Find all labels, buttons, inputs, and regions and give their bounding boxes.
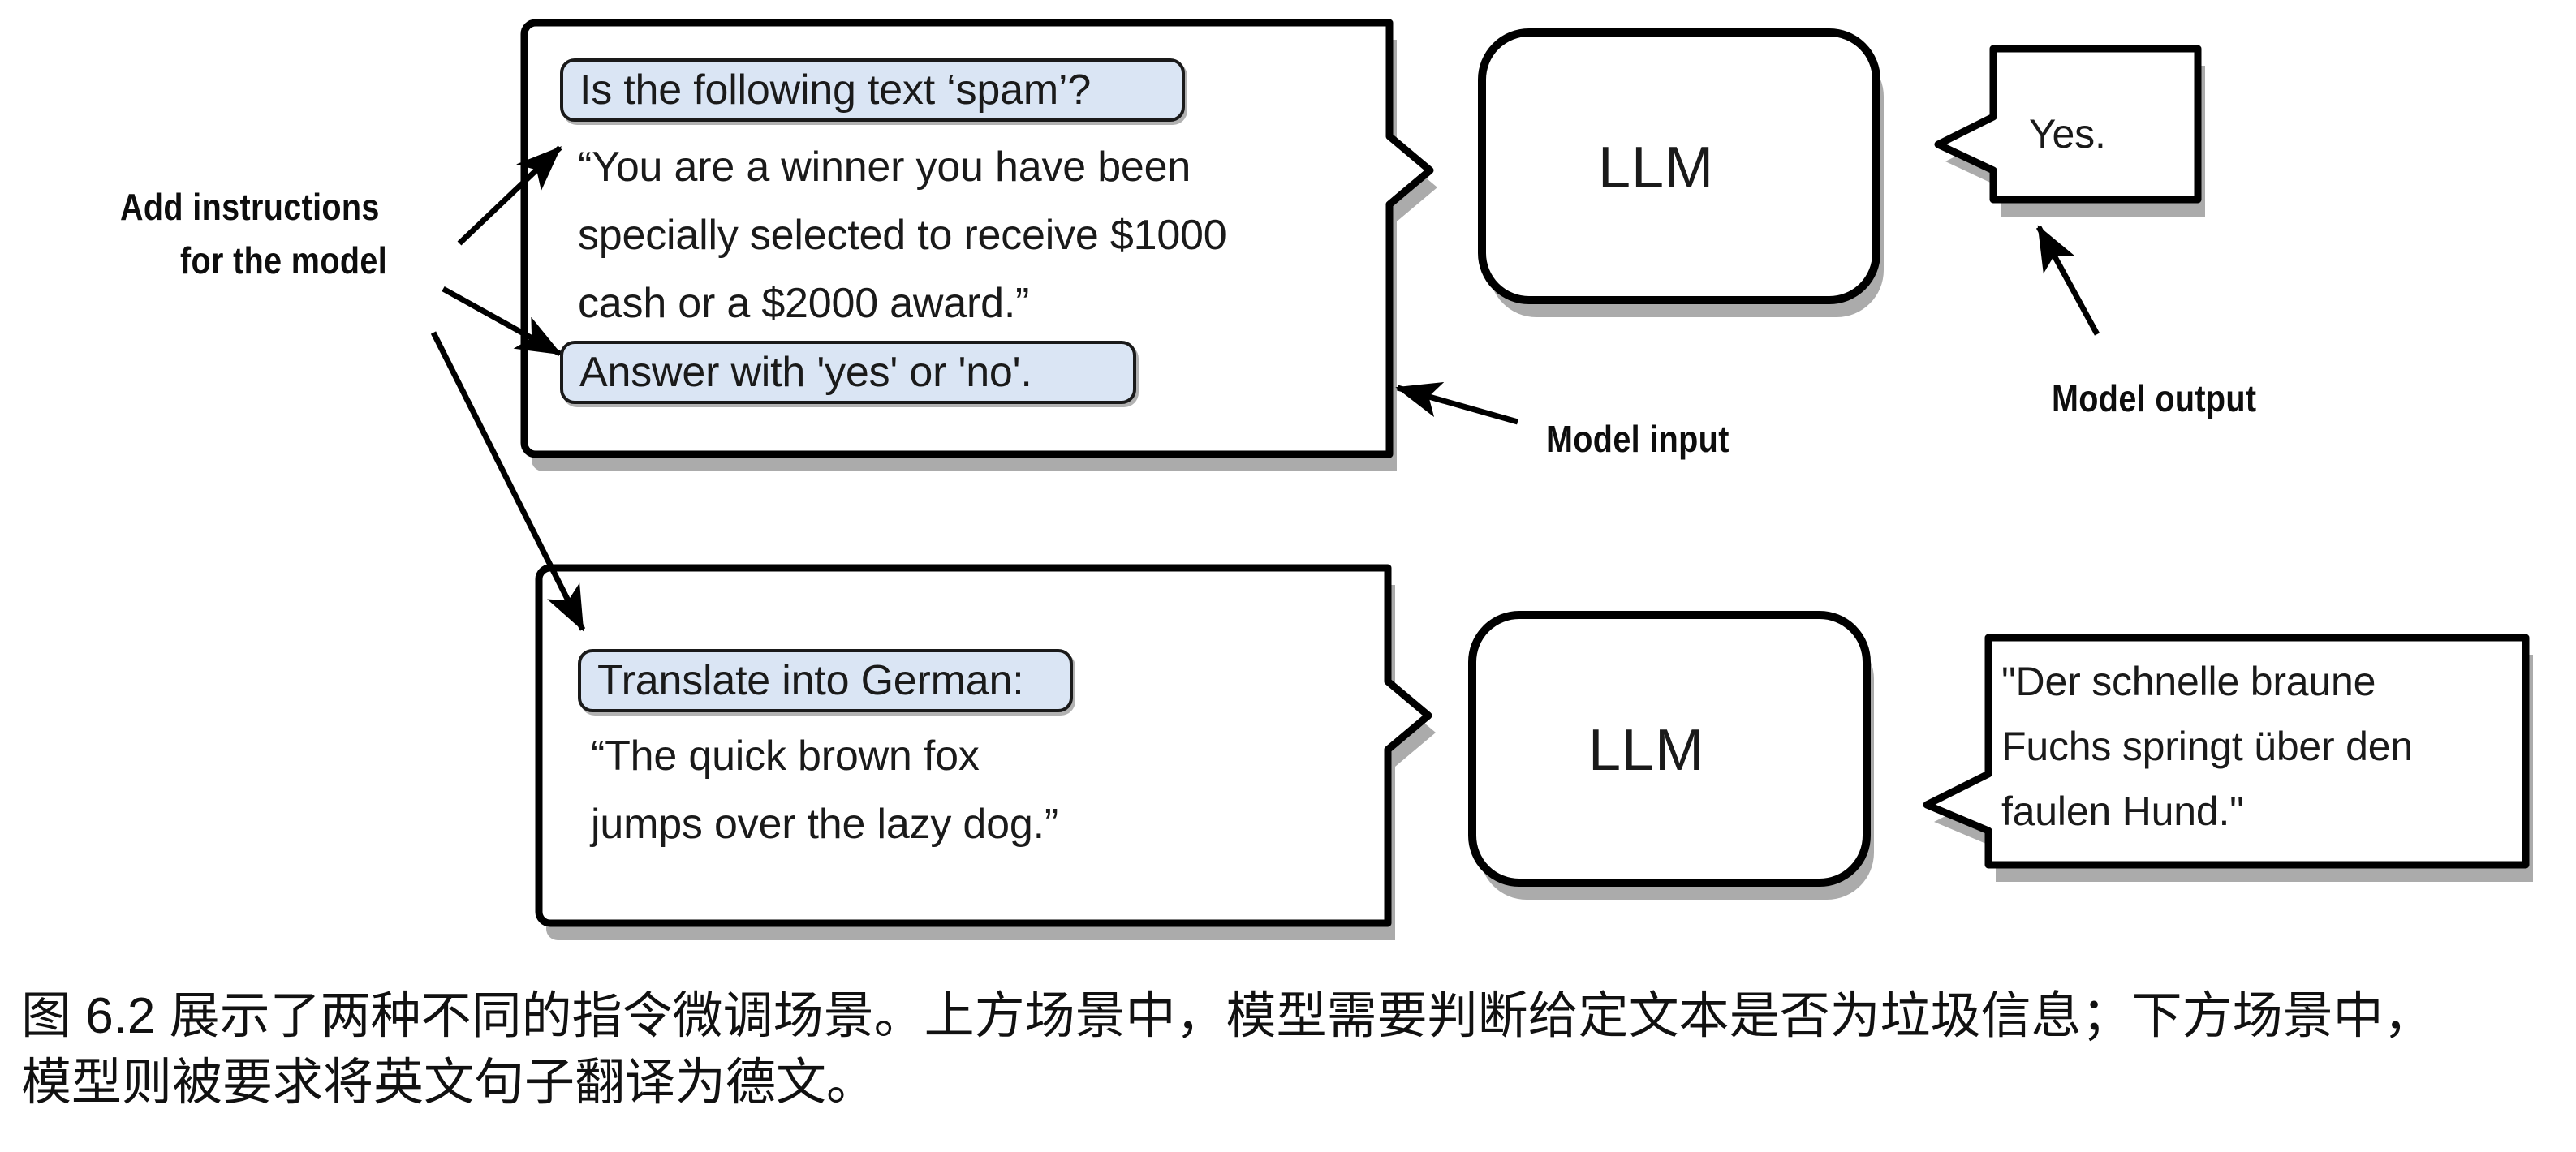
annotation-add-instructions-line2: for the model — [180, 239, 388, 282]
arrow-add-instructions-to-top-chip — [457, 145, 562, 246]
arrow-model-output — [2035, 225, 2100, 336]
model-output-line-bottom: Fuchs springt über den — [2001, 724, 2414, 769]
annotation-model-output: Model output — [2052, 377, 2257, 419]
model-output-line-top: Yes. — [2029, 111, 2106, 157]
instruction-finetuning-figure: Is the following text ‘spam’? “You are a… — [120, 19, 2533, 940]
annotation-model-input: Model input — [1546, 418, 1730, 460]
instruction-chip-answer-format[interactable]: Answer with 'yes' or 'no'. — [560, 341, 1136, 404]
caption-line-1: 图 6.2 展示了两种不同的指令微调场景。上方场景中，模型需要判断给定文本是否为… — [21, 988, 2434, 1044]
model-output-line-bottom: faulen Hund." — [2001, 789, 2244, 834]
llm-label-bottom: LLM — [1588, 718, 1705, 783]
input-content-line: jumps over the lazy dog.” — [591, 801, 1058, 848]
input-content-line: specially selected to receive $1000 — [578, 212, 1227, 259]
instruction-chip-translate[interactable]: Translate into German: — [578, 649, 1073, 712]
arrow-model-input — [1395, 381, 1518, 425]
input-content-line: “You are a winner you have been — [578, 144, 1191, 191]
annotation-add-instructions-line1: Add instructions — [120, 186, 380, 228]
top-llm-box — [1478, 28, 1880, 304]
input-content-line: “The quick brown fox — [591, 733, 980, 780]
caption-line-2: 模型则被要求将英文句子翻译为德文。 — [21, 1055, 877, 1111]
bottom-model-output-bubble — [1923, 634, 2530, 869]
instruction-chip-spam-question[interactable]: Is the following text ‘spam’? — [560, 58, 1185, 122]
bottom-llm-box — [1468, 611, 1871, 887]
arrow-add-instructions-to-answer-chip — [442, 286, 562, 357]
figure-caption: 图 6.2 展示了两种不同的指令微调场景。上方场景中，模型需要判断给定文本是否为… — [21, 983, 2561, 1116]
arrow-add-instructions-to-translate-chip — [430, 331, 586, 632]
llm-label-top: LLM — [1598, 135, 1715, 200]
input-content-line: cash or a $2000 award.” — [578, 280, 1030, 327]
top-model-output-bubble — [1934, 45, 2202, 204]
model-output-line-bottom: "Der schnelle braune — [2001, 659, 2376, 704]
